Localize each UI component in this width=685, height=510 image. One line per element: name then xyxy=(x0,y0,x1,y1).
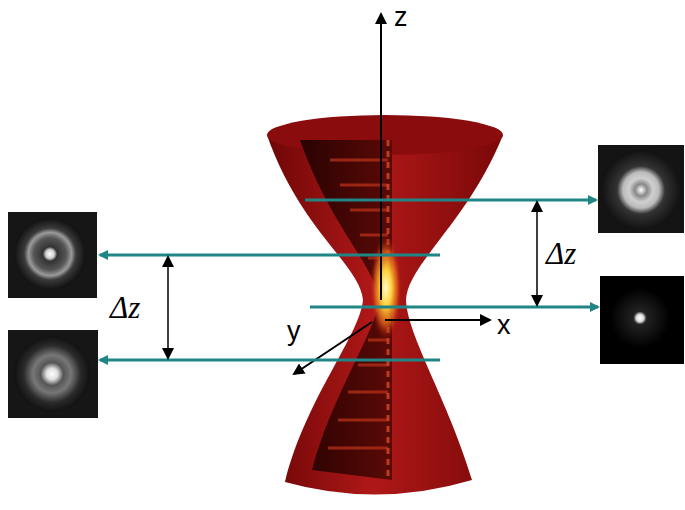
axis-label: z xyxy=(394,4,408,31)
spacing-label: Δz xyxy=(546,238,576,269)
axis-label: y xyxy=(287,318,301,345)
axis-label: x xyxy=(497,312,511,339)
spacing-label: Δz xyxy=(110,292,140,323)
